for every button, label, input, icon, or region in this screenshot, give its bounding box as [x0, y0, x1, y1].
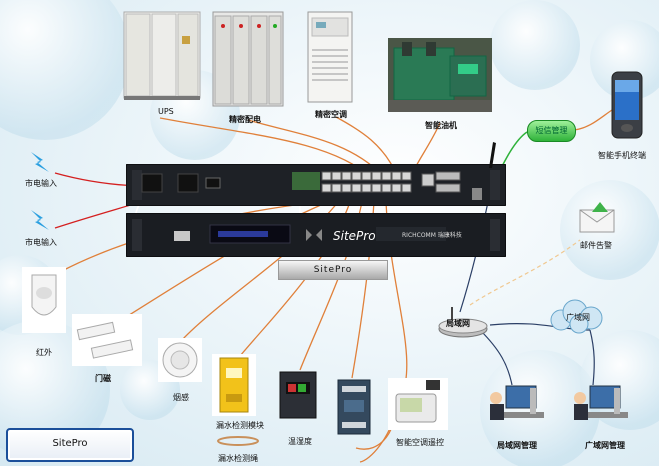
product-label: SitePro: [313, 265, 353, 275]
lan-mgmt-label: 局域网管理: [497, 441, 537, 450]
wire-email: [469, 239, 581, 306]
ac-remote-label: 智能空调遥控: [396, 438, 444, 447]
email-alarm-label: 邮件告警: [580, 241, 612, 250]
wan-mgmt-label: 广域网管理: [585, 441, 625, 450]
wire-lan: [479, 329, 513, 386]
ac-remote-icon: [388, 378, 448, 430]
wire-wan-mgmt: [589, 329, 595, 386]
email-alarm-icon: [578, 198, 616, 234]
smoke-label: 烟感: [173, 393, 189, 402]
lan-label: 局域网: [446, 319, 470, 328]
smartphone-label: 智能手机终端: [598, 151, 646, 160]
workstation-icon: [484, 378, 550, 430]
leak-module-icon: [212, 354, 256, 416]
precision-ac-label: 精密空调: [315, 110, 347, 119]
temp-humidity-label: 温湿度: [288, 437, 312, 446]
ups-label: UPS: [158, 107, 174, 116]
smoke-detector-icon: [158, 338, 202, 382]
lightning-icon: [27, 208, 53, 232]
mains-input-label: 市电输入: [25, 238, 57, 247]
power-dist-label: 精密配电: [229, 115, 261, 124]
antenna-icon: [484, 140, 498, 170]
cloud-icon: [545, 298, 609, 334]
door-magnet-icon: [72, 314, 142, 366]
leak-module-label: 漏水检测模块: [216, 421, 264, 430]
lightning-icon: [27, 150, 53, 174]
power-dist-cabinet-icon: [211, 10, 285, 110]
io-module-icon: [334, 378, 374, 436]
precision-ac-icon: [300, 10, 360, 106]
leak-cable-icon: [216, 432, 260, 446]
sitepro-rack-upper: [125, 163, 507, 207]
workstation-icon: [568, 378, 634, 430]
bg-bubble: [490, 0, 580, 90]
wire-phone: [573, 109, 613, 131]
device-vendor: RICHCOMM 瑞康科技: [402, 232, 462, 239]
sitepro-rack-lower: [125, 212, 507, 258]
smartphone-icon: [610, 70, 644, 142]
ups-cabinet-icon: [122, 10, 204, 102]
diesel-label: 智能油机: [425, 121, 457, 130]
mains-input-label: 市电输入: [25, 179, 57, 188]
door-magnet-label: 门磁: [95, 374, 111, 383]
temp-humidity-icon: [278, 370, 318, 420]
wan-label: 广域网: [566, 313, 590, 322]
diesel-generator-icon: [388, 38, 492, 112]
device-brand: SitePro: [333, 229, 376, 243]
sms-management-badge: 短信管理: [527, 120, 576, 142]
footer-title-box: SitePro: [6, 428, 134, 462]
sms-label: 短信管理: [535, 126, 568, 135]
infrared-sensor-icon: [22, 267, 66, 333]
infrared-label: 红外: [36, 348, 52, 357]
footer-title: SitePro: [52, 438, 88, 449]
leak-cable-label: 漏水检测绳: [218, 454, 258, 463]
router-icon: [438, 305, 488, 339]
product-label-bar: SitePro: [278, 260, 388, 280]
